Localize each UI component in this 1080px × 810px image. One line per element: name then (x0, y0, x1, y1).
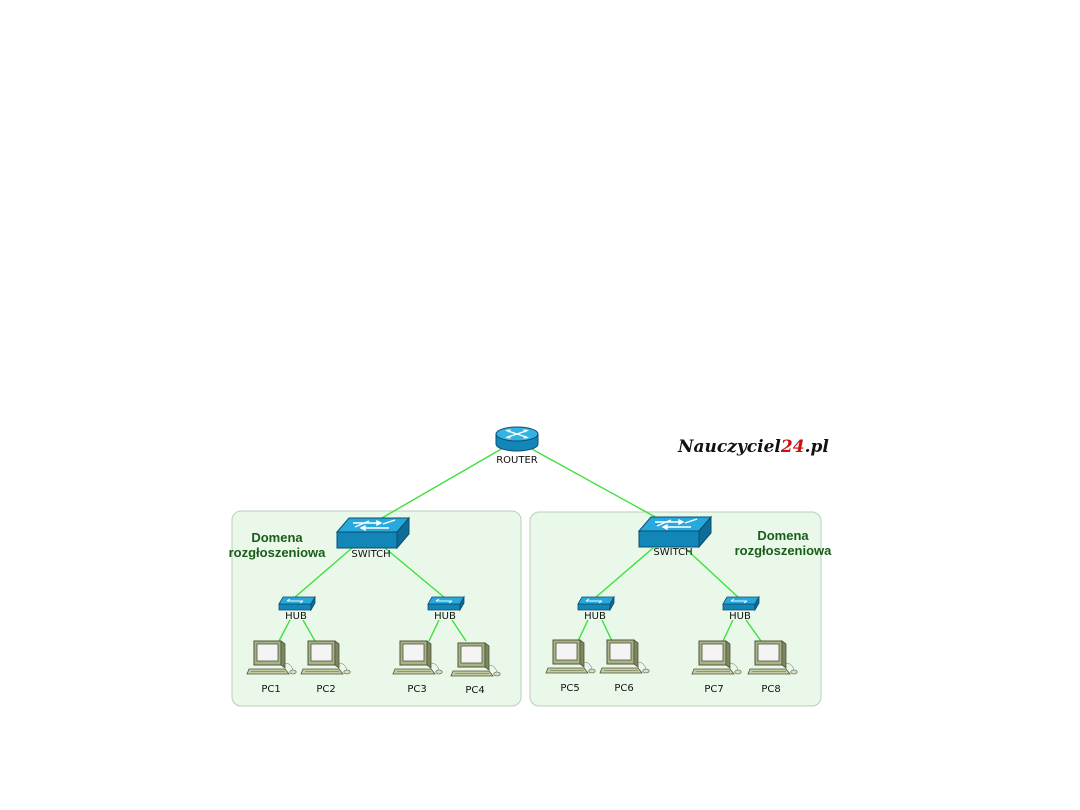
link-switch-hub-2 (384, 547, 446, 599)
switch-left-label: SWITCH (351, 549, 390, 560)
hub-4-icon (722, 596, 760, 611)
pc3-label: PC3 (407, 684, 426, 695)
pc1-label: PC1 (261, 684, 280, 695)
hub-2-icon (427, 596, 465, 611)
link-hub-pc7 (722, 619, 734, 642)
network-links (278, 447, 762, 642)
hub-3-icon (577, 596, 615, 611)
router-icon (495, 426, 539, 452)
link-hub-pc3 (428, 619, 440, 642)
pc5-label: PC5 (560, 683, 579, 694)
router-label: ROUTER (496, 455, 538, 466)
link-hub-pc4 (451, 619, 467, 642)
hub-1-icon (278, 596, 316, 611)
domain-left-title-line2: rozgłoszeniowa (229, 545, 327, 560)
link-hub-pc5 (577, 619, 589, 642)
pc6-label: PC6 (614, 683, 633, 694)
switch-right-icon (638, 516, 712, 548)
pc7-label: PC7 (704, 684, 723, 695)
domain-right-title-line1: Domena (757, 528, 809, 543)
link-router-switch-right (529, 447, 669, 525)
hub-4-label: HUB (729, 611, 751, 622)
switch-left-icon (336, 517, 410, 549)
hub-2-label: HUB (434, 611, 456, 622)
link-hub-pc1 (278, 619, 291, 642)
pc4-label: PC4 (465, 685, 484, 696)
pc8-label: PC8 (761, 684, 780, 695)
hub-1-label: HUB (285, 611, 307, 622)
domain-left-title-line1: Domena (251, 530, 303, 545)
switch-right-label: SWITCH (653, 547, 692, 558)
pc2-label: PC2 (316, 684, 335, 695)
domain-right-title-line2: rozgłoszeniowa (735, 543, 833, 558)
link-router-switch-left (374, 447, 504, 523)
link-hub-pc8 (745, 619, 762, 642)
link-switch-hub-1 (293, 547, 353, 599)
site-logo: Nauczyciel24.pl (677, 437, 829, 457)
link-hub-pc2 (302, 619, 316, 642)
link-hub-pc6 (601, 619, 613, 642)
link-switch-hub-3 (594, 547, 654, 599)
broadcast-domain-right (529, 511, 822, 707)
link-switch-hub-4 (684, 547, 740, 599)
broadcast-domain-left (231, 510, 522, 707)
hub-3-label: HUB (584, 611, 606, 622)
